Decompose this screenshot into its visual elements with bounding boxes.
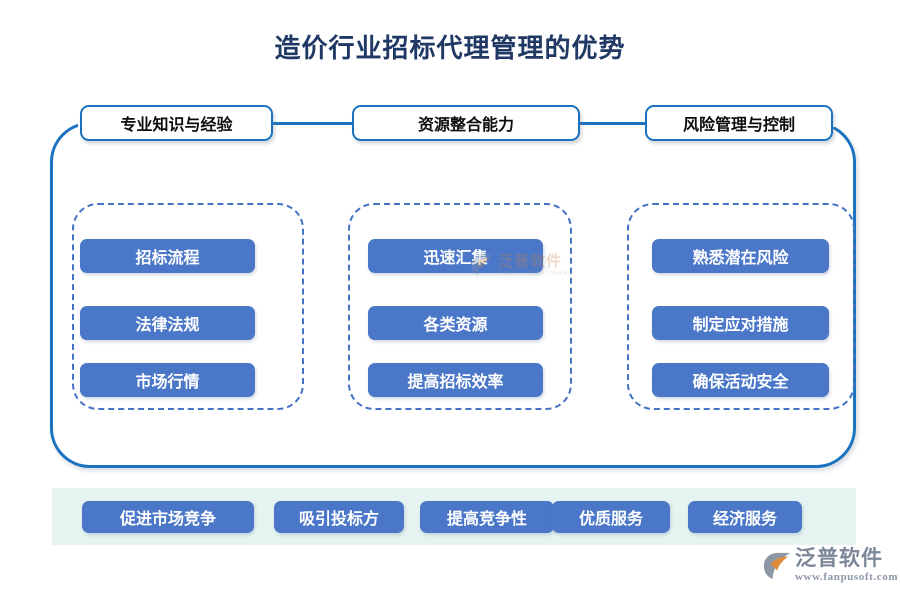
column-header-label: 风险管理与控制 xyxy=(682,117,795,134)
benefit-pill[interactable]: 提高竞争性 xyxy=(420,501,554,533)
dashed-group-resource-integration xyxy=(348,203,572,410)
page-title: 造价行业招标代理管理的优势 xyxy=(274,33,626,63)
item-pill-label: 各类资源 xyxy=(423,317,488,334)
item-pill[interactable]: 各类资源 xyxy=(368,306,543,340)
item-pill-label: 市场行情 xyxy=(135,374,200,391)
fanpu-logo-mark-icon xyxy=(762,551,792,581)
item-pill-label: 迅速汇集 xyxy=(423,250,488,267)
item-pill[interactable]: 制定应对措施 xyxy=(652,306,829,340)
dashed-group-professional-knowledge xyxy=(72,203,304,410)
connector-line-1 xyxy=(272,122,354,125)
benefit-pill-label: 优质服务 xyxy=(578,511,643,528)
benefit-pill[interactable]: 促进市场竞争 xyxy=(82,501,254,533)
item-pill-label: 熟悉潜在风险 xyxy=(692,250,789,267)
logo-company-name: 泛普软件 xyxy=(795,547,883,570)
item-pill[interactable]: 招标流程 xyxy=(80,239,255,273)
item-pill[interactable]: 法律法规 xyxy=(80,306,255,340)
benefit-pill[interactable]: 经济服务 xyxy=(688,501,802,533)
item-pill[interactable]: 确保活动安全 xyxy=(652,363,829,397)
benefit-pill[interactable]: 吸引投标方 xyxy=(274,501,404,533)
benefit-pill-label: 促进市场竞争 xyxy=(119,511,216,528)
column-header-label: 资源整合能力 xyxy=(417,117,514,134)
column-header-risk-management[interactable]: 风险管理与控制 xyxy=(645,105,833,141)
connector-line-2 xyxy=(579,122,647,125)
item-pill[interactable]: 提高招标效率 xyxy=(368,363,543,397)
item-pill-label: 法律法规 xyxy=(135,317,200,334)
benefit-pill-label: 提高竞争性 xyxy=(446,511,527,528)
item-pill[interactable]: 熟悉潜在风险 xyxy=(652,239,829,273)
item-pill-label: 提高招标效率 xyxy=(407,374,504,391)
item-pill-label: 制定应对措施 xyxy=(692,317,789,334)
item-pill[interactable]: 迅速汇集 xyxy=(368,239,543,273)
logo-website-url: www.fanpusoft.com xyxy=(795,571,899,583)
column-header-label: 专业知识与经验 xyxy=(120,117,233,134)
column-header-resource-integration[interactable]: 资源整合能力 xyxy=(352,105,580,141)
benefit-pill-label: 吸引投标方 xyxy=(298,511,379,528)
dashed-group-risk-management xyxy=(627,203,855,410)
item-pill-label: 确保活动安全 xyxy=(692,374,789,391)
benefit-pill[interactable]: 优质服务 xyxy=(552,501,670,533)
company-logo: 泛普软件 www.fanpusoft.com xyxy=(762,548,898,583)
benefit-pill-label: 经济服务 xyxy=(712,511,777,528)
item-pill[interactable]: 市场行情 xyxy=(80,363,255,397)
column-header-professional-knowledge[interactable]: 专业知识与经验 xyxy=(80,105,273,141)
item-pill-label: 招标流程 xyxy=(135,250,200,267)
